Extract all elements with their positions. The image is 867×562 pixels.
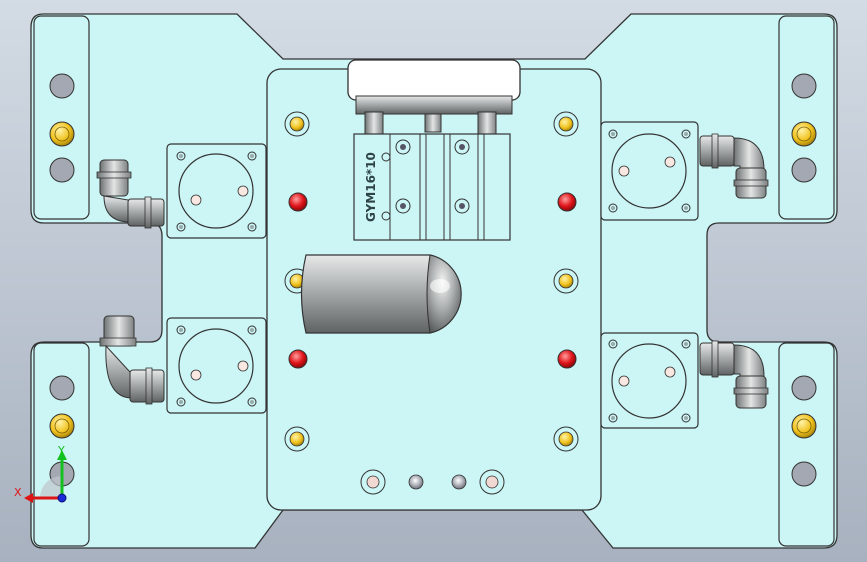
strip-holes-top-right: [791, 73, 817, 183]
grey-hole: [791, 375, 817, 401]
red-pin: [557, 349, 577, 369]
strip-top-right[interactable]: [778, 15, 835, 220]
yellow-pin: [791, 121, 817, 147]
strip-holes-bottom-right: [791, 375, 817, 487]
yellow-pin: [49, 121, 75, 147]
elbow-fitting-top-left[interactable]: [96, 159, 165, 229]
axis-y-label: Y: [57, 444, 65, 457]
flange-bottom-left[interactable]: [166, 317, 267, 414]
flange-bottom-right[interactable]: [600, 332, 699, 429]
cylinder-label: GYM16*10: [364, 152, 378, 222]
strip-top-left[interactable]: [33, 15, 90, 220]
dome-locating-pin[interactable]: [300, 254, 462, 334]
red-pin: [288, 192, 308, 212]
grey-hole: [791, 73, 817, 99]
grey-hole: [791, 157, 817, 183]
strip-holes-top-left: [49, 73, 75, 183]
bottom-hole-row: [360, 469, 505, 495]
yellow-pin: [49, 413, 75, 439]
grey-hole: [791, 461, 817, 487]
elbow-fitting-bottom-right[interactable]: [699, 340, 769, 409]
elbow-fitting-top-right[interactable]: [699, 133, 769, 199]
red-pin: [288, 349, 308, 369]
red-pin: [557, 192, 577, 212]
yellow-pin: [791, 413, 817, 439]
axis-triad: Y X: [14, 444, 67, 503]
grey-hole: [49, 73, 75, 99]
flange-top-left[interactable]: [166, 143, 267, 239]
grey-hole: [49, 375, 75, 401]
grey-hole: [49, 157, 75, 183]
strip-bottom-right[interactable]: [778, 342, 835, 547]
cylinder-body[interactable]: GYM16*10: [353, 133, 511, 241]
flange-top-right[interactable]: [600, 121, 699, 221]
axis-x-label: X: [14, 486, 22, 499]
cylinder-top-cap[interactable]: [347, 59, 521, 139]
elbow-fitting-bottom-left[interactable]: [99, 315, 165, 405]
strip-holes-bottom-left: [49, 375, 75, 487]
